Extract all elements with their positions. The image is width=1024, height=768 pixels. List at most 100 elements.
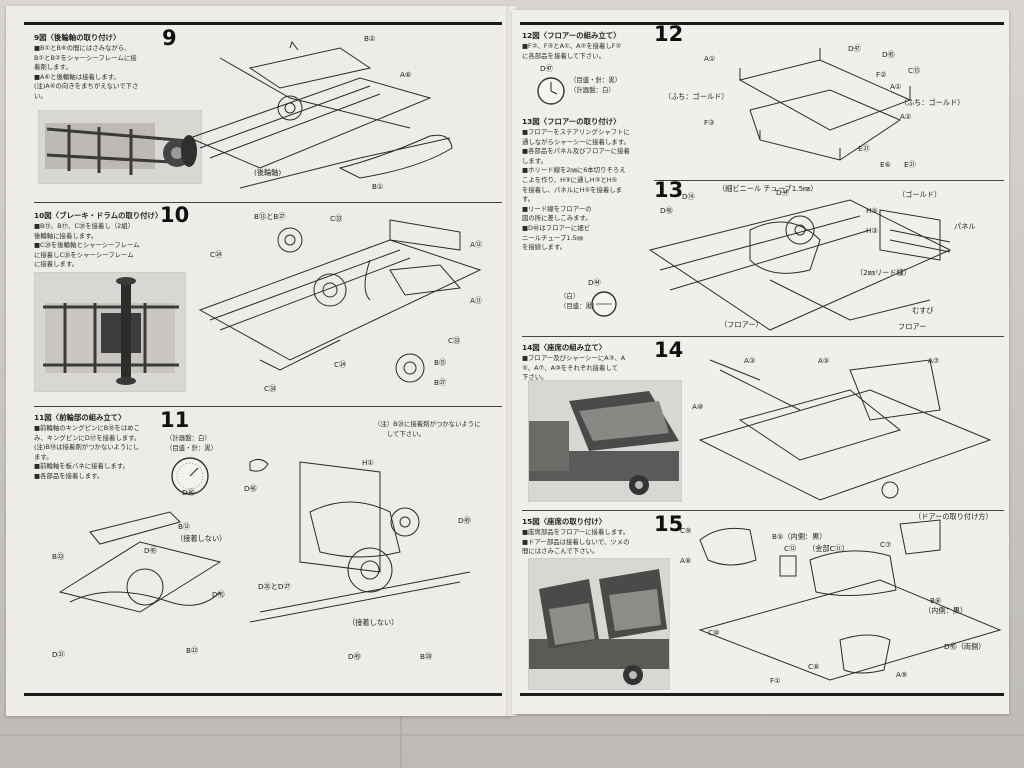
- s11-label-4: B⑫: [178, 522, 191, 531]
- section-11-text: ■前輪軸のキングピンにB⑱をはめこ み、キングピンにD⑰を接着します。 (注)B…: [34, 424, 141, 480]
- s10-label-2: C㉝: [330, 214, 343, 223]
- section-14-text: ■フロアー及びシャーシーにA③、A ⑤、A⑦、A⑩をそれぞれ接着して 下さい。: [522, 354, 626, 382]
- section-14-photo: [528, 380, 682, 502]
- s12-label-8: （ふち：ゴールド）: [900, 98, 965, 107]
- top-rule-right: [520, 22, 1004, 25]
- s10-label-5: A⑪: [470, 296, 483, 305]
- round-gauge-icon: [591, 291, 617, 317]
- section-10-photo: [34, 272, 186, 392]
- section-12-drawing: [738, 48, 912, 161]
- s15-label-10: C⑩: [708, 628, 720, 637]
- s13-label-4: D㊽: [660, 206, 673, 215]
- s10-label-7: C㉔: [334, 360, 347, 369]
- s12-label-3: D㊺: [882, 50, 895, 59]
- section-15-text: ■座席部品をフロアーに接着します。 ■ドアー部品は接着しないで、ツメの 間にはさ…: [522, 528, 630, 556]
- step-number-12: 12: [654, 22, 684, 46]
- section-12-heading: 12図〈フロアーの組み立て〉: [522, 31, 621, 40]
- s12-label-10: A②: [900, 112, 912, 121]
- seat-assembly-photo-illustration: [529, 569, 669, 685]
- step-number-13: 13: [654, 178, 684, 202]
- step-number-15: 15: [654, 512, 684, 536]
- s12-label-11: E㉑: [858, 144, 870, 153]
- section-11-drawing: [58, 458, 471, 623]
- s13-gauge-caption: （白） （目盛：黒）: [560, 292, 599, 310]
- section-15-heading: 15図〈座席の取り付け〉: [522, 517, 607, 526]
- s10-label-1: B⑬とB㉗: [254, 212, 286, 221]
- s11-label-10: B㉒: [186, 646, 199, 655]
- s12-label-1: A①: [704, 54, 716, 63]
- section-13-heading: 13図〈フロアーの取り付け〉: [522, 117, 621, 126]
- s9-label-1: B②: [364, 34, 376, 43]
- s11-label-8: D㊺: [212, 590, 225, 599]
- s15-label-5: （金部C⑪）: [808, 544, 849, 553]
- divider-13-14: [522, 336, 1004, 337]
- step-number-11: 11: [160, 408, 190, 432]
- instrument-gauge-icon: [171, 457, 209, 495]
- bottom-rule-right: [520, 693, 1004, 696]
- s13-label-3: D⑭: [682, 192, 695, 201]
- section-10-drawing: [198, 219, 482, 383]
- s15-label-8: B⑥: [930, 596, 942, 605]
- floor-tile-seam: [0, 734, 1024, 736]
- section-10-heading: 10図〈ブレーキ・ドラムの取り付け〉: [34, 211, 163, 220]
- s12-label-9: F③: [704, 118, 715, 127]
- s10-label-10: C㉞: [264, 384, 277, 393]
- s13-label-5: （ゴールド）: [898, 190, 942, 199]
- divider-14-15: [522, 510, 1004, 511]
- s15-label-9: （内側：黒）: [924, 606, 968, 615]
- divider-9-10: [34, 202, 502, 203]
- book-spine: [506, 6, 516, 716]
- s10-label-4: C㉔: [210, 250, 223, 259]
- s14-label-2: A⑤: [818, 356, 830, 365]
- s15-label-11: D㊺（両側）: [944, 642, 986, 651]
- s12-label-12: E⑥: [880, 160, 891, 169]
- clock-caption: （目盛・針：黒） （計器盤：白）: [570, 76, 622, 94]
- s12-label-4: F②: [876, 70, 887, 79]
- s13-label-1: （細ビニール チューブ1.5㎜）: [718, 184, 818, 193]
- s11-label-5: （接着しない）: [176, 534, 227, 543]
- s13-label-11: フロアー: [898, 322, 927, 331]
- s9-label-2: A⑥: [400, 70, 412, 79]
- step-number-10: 10: [160, 203, 190, 227]
- s11-label-12: D㉑: [52, 650, 65, 659]
- seat-frame-photo-illustration: [529, 391, 679, 495]
- s10-label-9: B㉗: [434, 378, 447, 387]
- s15-label-12: C⑧: [808, 662, 820, 671]
- s11-label-7: B㉓: [52, 552, 65, 561]
- s15-label-4: C⑫: [784, 544, 797, 553]
- s15-label-14: A⑨: [896, 670, 908, 679]
- section-13-drawing: [648, 199, 952, 331]
- brake-drum-photo-illustration: [43, 277, 179, 385]
- s15-label-7: （ドアーの取り付け方）: [914, 512, 993, 521]
- s11-label-1: D㊻: [182, 488, 195, 497]
- clock-gauge-icon: [537, 77, 565, 105]
- s11-label-9: D㉖とD㉗: [258, 582, 291, 591]
- section-9-heading: 9図〈後輪軸の取り付け〉: [34, 33, 121, 42]
- section-14-drawing: [698, 359, 992, 501]
- s15-label-13: F①: [770, 676, 781, 685]
- s14-label-1: A③: [744, 356, 756, 365]
- s10-label-3: A⑫: [470, 240, 483, 249]
- s13-label-6: H⑤: [866, 206, 878, 215]
- section-11-heading: 11図〈前輪部の組み立て〉: [34, 413, 126, 422]
- s12-label-2: D㊼: [848, 44, 861, 53]
- s9-label-4: B①: [372, 182, 384, 191]
- s11-label-14: B㉘: [420, 652, 433, 661]
- s13-gauge-label: D㊹: [588, 278, 601, 287]
- divider-10-11: [34, 406, 502, 407]
- clock-label: D㊼: [540, 64, 553, 73]
- s13-label-8: パネル: [954, 222, 976, 231]
- s11-label-11: （接着しない）: [348, 618, 399, 627]
- s11-label-2: D㊻: [244, 484, 257, 493]
- section-12-text: ■F②、F③とA①、A②を接着しF② に各部品を接着して下さい。: [522, 42, 622, 60]
- s13-label-12: （フロアー）: [720, 320, 763, 329]
- section-15-photo: [528, 558, 670, 690]
- s11-label-13: D㊾: [348, 652, 361, 661]
- bottom-rule-left: [24, 693, 502, 696]
- s15-label-2: A⑧: [680, 556, 692, 565]
- chassis-photo-illustration: [45, 123, 197, 175]
- section-13-text: ■フロアーをステアリングシャフトに 通しながらシャーシーに接着します。 ■各部品…: [522, 128, 630, 252]
- s13-label-9: （2㎜リード線）: [856, 268, 911, 277]
- step-number-14: 14: [654, 338, 684, 362]
- s12-label-5: C⑮: [908, 66, 921, 75]
